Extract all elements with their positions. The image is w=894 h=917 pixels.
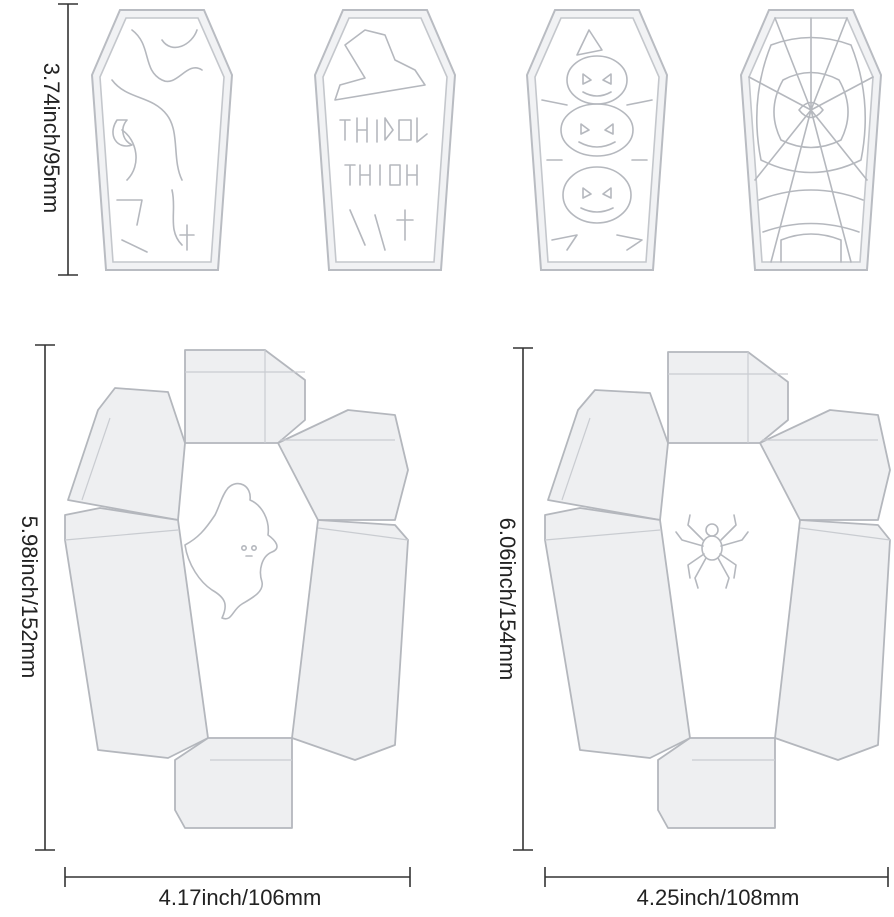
pumpkin-filigree [541, 99, 653, 251]
ghost-box-net [64, 349, 409, 829]
bottom-flap [174, 737, 293, 829]
lower-left-side-panel [64, 507, 209, 759]
ghost-icon [184, 482, 278, 620]
ghost-height-label: 5.98inch/152mm [17, 516, 42, 679]
pumpkin-middle-icon [560, 103, 634, 157]
small-die-pumpkins [526, 9, 668, 271]
top-flap [184, 349, 306, 444]
small-die-spiderweb [740, 9, 882, 271]
spider-icon [675, 514, 749, 589]
spider-width-label: 4.25inch/108mm [637, 885, 800, 910]
treat-text-cutout [344, 164, 418, 186]
coffin-box-ghost: 5.98inch/152mm 4.17inch/106mm [17, 344, 411, 910]
small-dies-height-dimension: 3.74inch/95mm [39, 3, 78, 276]
small-die-trick-or-treat [314, 9, 456, 271]
grave-cross-cutout [349, 209, 414, 251]
top-flap [667, 351, 789, 444]
web-arch-window [780, 233, 842, 263]
coffin-die-window [534, 17, 660, 263]
upper-left-side-panel [547, 389, 669, 521]
witch-hat-icon [334, 29, 426, 101]
pumpkin-bottom-icon [562, 166, 632, 224]
trick-text-cutout [339, 117, 428, 143]
upper-left-side-panel [67, 387, 186, 521]
coffin-die-window [99, 17, 225, 263]
spider-box-net [544, 351, 891, 829]
lower-left-side-panel [544, 507, 691, 759]
ghost-eye-right [251, 544, 258, 551]
pumpkin-faces [578, 73, 616, 213]
small-dies-height-label: 3.74inch/95mm [39, 63, 64, 213]
bottom-flap [657, 737, 776, 829]
witch-hat-small-icon [576, 29, 603, 56]
spider-web-icon [748, 17, 874, 263]
witch-tree-cut-lines [111, 29, 203, 253]
coffin-box-spider: 6.06inch/154mm 4.25inch/108mm [495, 347, 891, 910]
spider-height-label: 6.06inch/154mm [495, 518, 520, 681]
ghost-eye-left [241, 544, 248, 551]
small-die-witch-tree [91, 9, 233, 271]
ghost-width-label: 4.17inch/106mm [159, 885, 322, 910]
moon-icon [112, 119, 133, 147]
